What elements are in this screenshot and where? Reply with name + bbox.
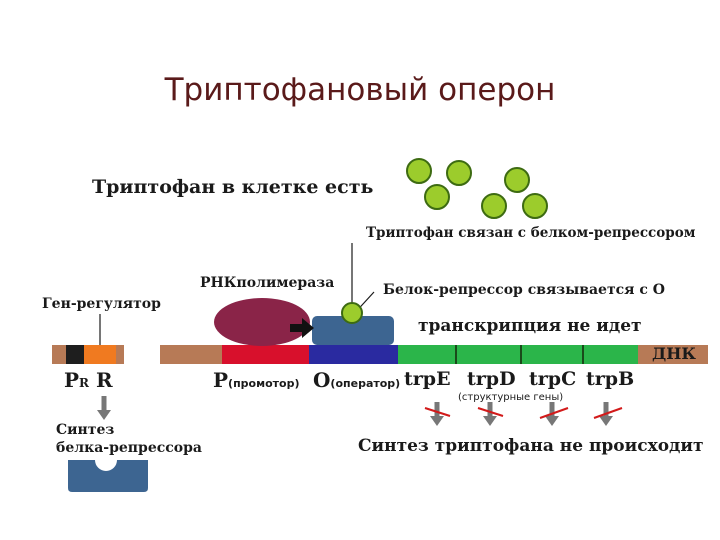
label-operator-sub: (оператор): [330, 377, 401, 390]
tryptophan-molecule: [504, 167, 530, 193]
label-pr: PR: [64, 368, 90, 392]
label-rna-polymerase: РНКполимераза: [200, 275, 335, 291]
heading-tryptophan-present: Триптофан в клетке есть: [92, 176, 374, 198]
note-tryptophan-bound: Триптофан связан с белком-репрессором: [366, 225, 696, 241]
label-gene-trpb: trpB: [586, 368, 635, 390]
label-promoter-sub: (промотор): [228, 377, 300, 390]
crossed-arrow: [593, 402, 623, 426]
label-operator: O(оператор): [313, 368, 401, 392]
rna-polymerase-shape: [214, 298, 310, 346]
label-gene-regulator: Ген-регулятор: [42, 296, 161, 312]
label-r: R: [96, 368, 113, 392]
label-gene-trpd: trpD: [467, 368, 516, 390]
page-title: Триптофановый оперон: [164, 72, 556, 108]
regulator-pr-region: [66, 345, 84, 364]
tryptophan-molecule: [481, 193, 507, 219]
synthesized-repressor: [68, 460, 148, 492]
regulator-r-region: [84, 345, 116, 364]
crossed-arrow: [477, 402, 504, 426]
label-repressor-binds: Белок-репрессор связывается с О: [383, 282, 665, 298]
gene-separator: [520, 345, 522, 364]
block-arrow: [290, 318, 314, 338]
gene-separator: [455, 345, 457, 364]
label-structural-genes: (структурные гены): [458, 392, 564, 403]
tryptophan-molecule: [522, 193, 548, 219]
label-gene-trpc: trpC: [529, 368, 577, 390]
tryptophan-molecule: [446, 160, 472, 186]
bound-tryptophan: [341, 302, 363, 324]
dna-segment: [160, 345, 222, 364]
tryptophan-molecule: [406, 158, 432, 184]
label-pr-subscript: R: [79, 376, 90, 390]
structural-genes-region: [398, 345, 638, 364]
operator-region: [309, 345, 398, 364]
label-synthesis-line2: белка-репрессора: [56, 440, 202, 456]
label-dna: ДНК: [652, 344, 696, 363]
dna-segment: [638, 345, 708, 364]
label-no-transcription: транскрипция не идет: [418, 316, 642, 336]
crossed-arrow: [539, 402, 569, 426]
crossed-arrow: [424, 402, 451, 426]
label-promoter: P(промотор): [213, 368, 300, 392]
label-synthesis-line1: Синтез: [56, 422, 115, 438]
gene-separator: [582, 345, 584, 364]
label-gene-trpe: trpE: [404, 368, 451, 390]
repressor-protein: [312, 316, 394, 345]
tryptophan-molecule: [424, 184, 450, 210]
label-no-trp-synthesis: Синтез триптофана не происходит: [358, 436, 704, 456]
promoter-region: [222, 345, 309, 364]
